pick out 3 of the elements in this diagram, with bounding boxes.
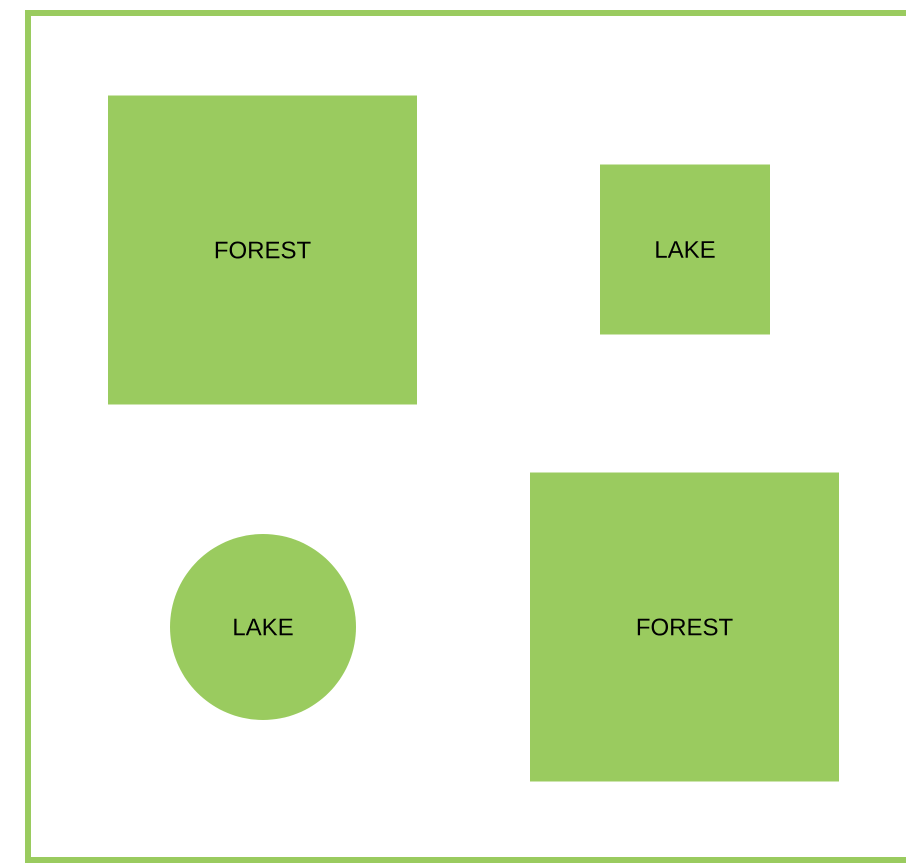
- forest-box: FOREST: [108, 96, 417, 404]
- forest-box: FOREST: [530, 472, 839, 782]
- lake-box: LAKE: [600, 164, 770, 334]
